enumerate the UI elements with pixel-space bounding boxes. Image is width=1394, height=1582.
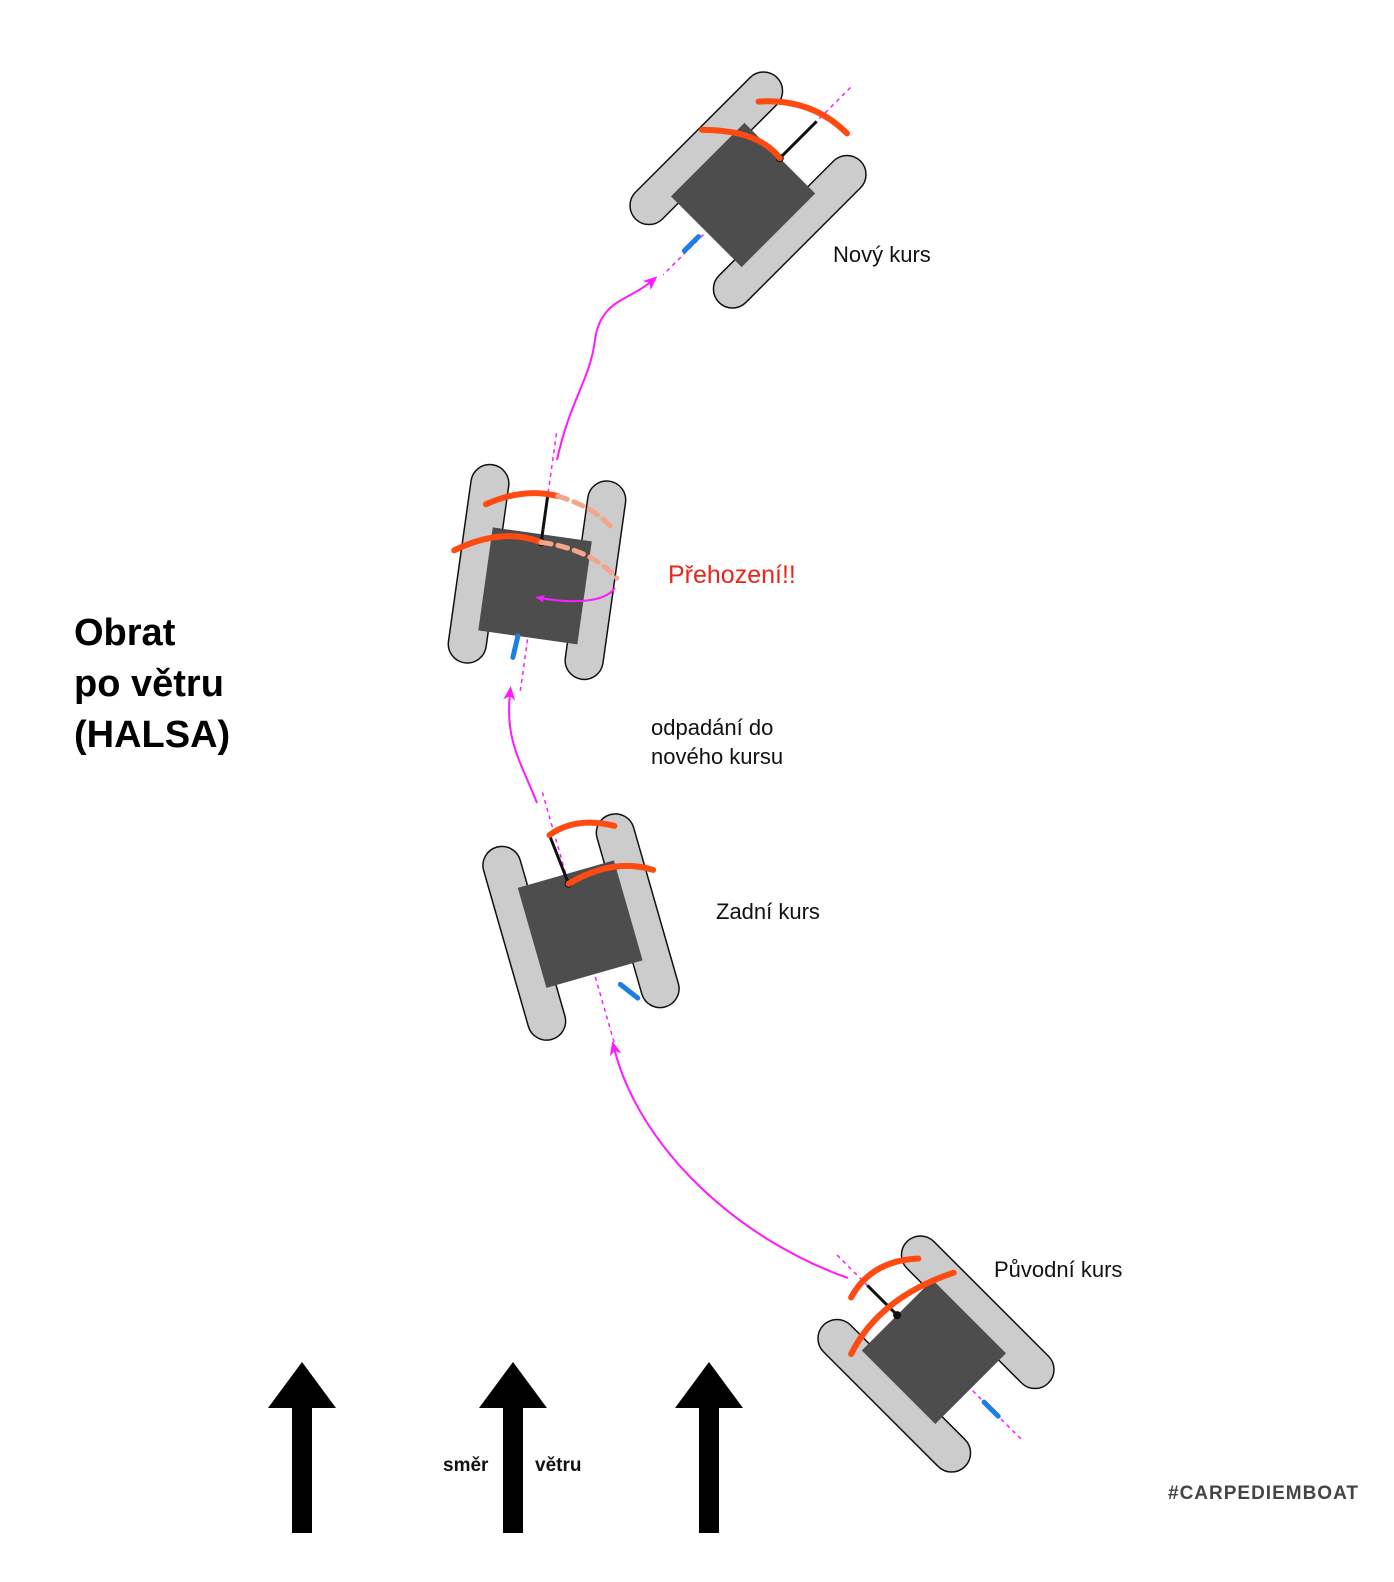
wind-label-word-2: větru bbox=[535, 1455, 582, 1476]
boat-original-course bbox=[817, 1235, 1055, 1473]
label-jibe: Přehození!! bbox=[668, 561, 796, 589]
label-bear-away-line-2: nového kursu bbox=[651, 744, 784, 769]
course-path-bear-away bbox=[503, 686, 538, 804]
mainsail bbox=[451, 533, 545, 554]
jib bbox=[755, 98, 850, 137]
mast-boom bbox=[778, 120, 818, 160]
title-line-3: (HALSA) bbox=[74, 714, 231, 756]
jib bbox=[482, 490, 561, 508]
mainsail bbox=[699, 126, 783, 162]
label-run: Zadní kurs bbox=[716, 899, 820, 924]
diagram-title: Obrat po větru (HALSA) bbox=[74, 608, 230, 761]
wind-label-word-1: směr bbox=[443, 1455, 489, 1476]
label-original-course: Původní kurs bbox=[994, 1257, 1123, 1282]
rudder bbox=[617, 981, 641, 1001]
title-line-1: Obrat bbox=[74, 612, 176, 654]
boat-jibe bbox=[447, 433, 627, 691]
rudder bbox=[681, 234, 702, 254]
mainsail-ghost bbox=[538, 539, 620, 581]
brand-hashtag: #CARPEDIEMBOAT bbox=[1168, 1483, 1359, 1504]
rudder bbox=[510, 633, 521, 660]
mast-boom bbox=[539, 494, 550, 543]
course-path-original-to-run bbox=[609, 1041, 849, 1279]
deck bbox=[517, 860, 643, 988]
course-path-new-course bbox=[556, 276, 658, 461]
label-bear-away-line-1: odpadání do bbox=[651, 715, 774, 740]
wind-arrow-right bbox=[675, 1362, 743, 1533]
deck bbox=[478, 527, 592, 645]
mast-boom bbox=[866, 1284, 899, 1317]
mainsail bbox=[565, 862, 657, 887]
mainsail bbox=[848, 1269, 957, 1357]
jib-ghost bbox=[555, 493, 617, 533]
boom-swing-arrow bbox=[535, 587, 616, 603]
rudder bbox=[981, 1399, 1001, 1419]
wind-arrow-center bbox=[479, 1362, 547, 1533]
wind-arrow-left bbox=[268, 1362, 336, 1533]
title-line-2: po větru bbox=[74, 663, 224, 705]
label-new-course: Nový kurs bbox=[833, 242, 931, 267]
jib bbox=[546, 819, 618, 839]
boat-new-course bbox=[629, 71, 867, 309]
boat-run bbox=[482, 792, 680, 1043]
jib bbox=[848, 1255, 922, 1301]
mast bbox=[893, 1311, 902, 1320]
mast-boom bbox=[548, 834, 570, 885]
